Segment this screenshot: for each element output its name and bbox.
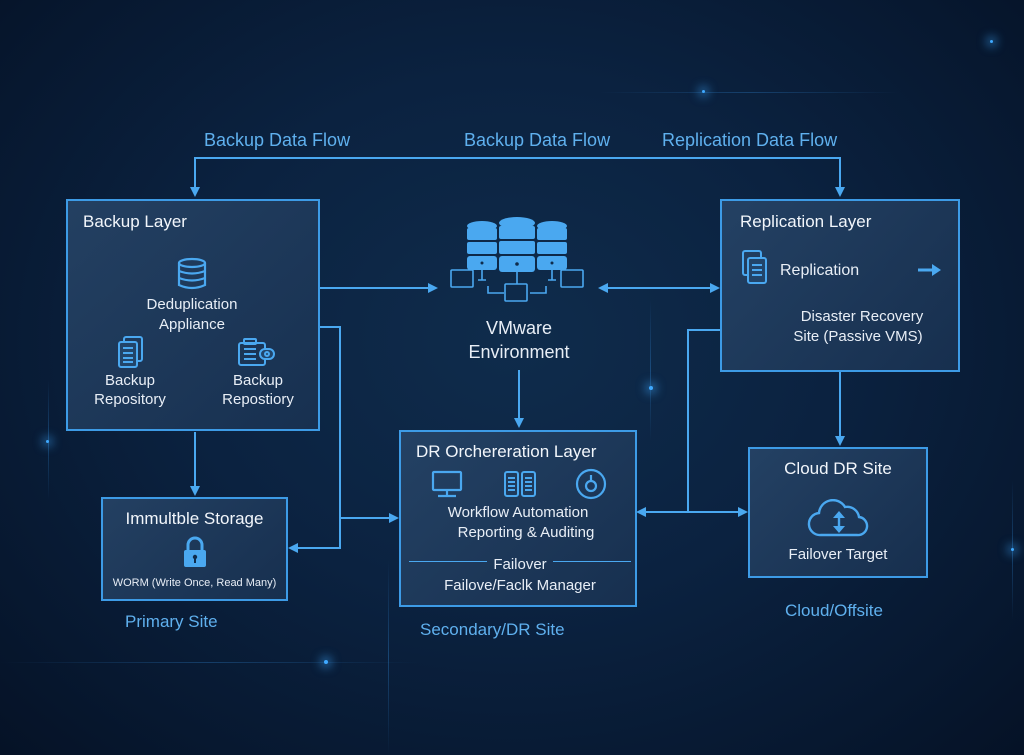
decorative-line	[650, 300, 651, 440]
server-cluster-icon	[450, 217, 584, 302]
decorative-line	[0, 662, 420, 663]
cloud-dr-title: Cloud DR Site	[784, 459, 892, 478]
backup-layer-title: Backup Layer	[83, 212, 187, 231]
repo1-label-line2: Repository	[94, 391, 166, 408]
decorative-line	[388, 560, 389, 755]
monitor-icon	[431, 470, 463, 498]
site-label-secondary: Secondary/DR Site	[420, 620, 565, 639]
glow-dot	[702, 90, 705, 93]
decorative-line	[600, 92, 900, 93]
replication-loop	[687, 329, 720, 512]
flow-label-backup-center: Backup Data Flow	[464, 130, 611, 150]
server-rack-icon	[504, 471, 536, 497]
dr-site-label-line2: Site (Passive VMS)	[793, 328, 923, 345]
top-flow-line	[194, 157, 845, 197]
dr-site-label-line1: Disaster Recovery	[800, 308, 924, 325]
arrow-right-icon	[918, 264, 941, 276]
workflow-automation-label: Workflow Automation	[447, 504, 589, 521]
replication-layer-title: Replication Layer	[740, 212, 872, 231]
replication-documents-icon	[742, 250, 767, 284]
glow-dot	[649, 386, 653, 390]
dr-orchestration-title: DR Orchereration Layer	[416, 442, 597, 461]
repo2-label-line2: Repostiory	[222, 391, 294, 408]
failover-divider-left	[409, 561, 487, 562]
vmware-title-line2: Environment	[468, 342, 570, 362]
lock-icon	[184, 536, 206, 567]
document-stack-icon	[118, 336, 143, 368]
cloud-sync-icon	[807, 499, 869, 537]
replication-layer-box[interactable]: Replication Layer Replication Disaster R…	[720, 199, 960, 372]
immutable-storage-title: Immultble Storage	[125, 509, 264, 528]
database-icon	[177, 257, 207, 290]
site-label-primary: Primary Site	[125, 612, 218, 631]
flow-label-replication: Replication Data Flow	[662, 130, 838, 150]
backup-repository-icon	[238, 338, 275, 366]
vmware-title-line1: VMware	[485, 318, 552, 338]
dr-orchestration-box[interactable]: DR Orchereration Layer Workflow Automati…	[399, 430, 637, 607]
dedup-label-line2: Appliance	[159, 316, 225, 333]
immutable-storage-subtitle: WORM (Write Once, Read Many)	[112, 577, 277, 589]
cloud-dr-box[interactable]: Cloud DR Site Failover Target	[748, 447, 928, 578]
failover-divider-right	[553, 561, 631, 562]
repo1-label-line1: Backup	[104, 372, 156, 389]
glow-dot	[46, 440, 49, 443]
reporting-auditing-label: Reporting & Auditing	[457, 524, 595, 541]
power-dial-icon	[575, 468, 607, 500]
replication-item-label: Replication	[780, 262, 860, 279]
failover-manager-label: Failove/Faclk Manager	[444, 577, 596, 594]
immutable-storage-box[interactable]: Immultble Storage WORM (Write Once, Read…	[101, 497, 288, 601]
cloud-dr-subtitle: Failover Target	[788, 546, 888, 563]
flow-label-backup-left: Backup Data Flow	[204, 130, 351, 150]
dedup-label-line1: Deduplication	[146, 296, 238, 313]
glow-dot	[324, 660, 328, 664]
glow-dot	[1011, 548, 1014, 551]
repo2-label-line1: Backup	[232, 372, 284, 389]
backup-loop	[288, 326, 341, 553]
backup-layer-box[interactable]: Backup Layer Deduplication Appliance Bac…	[66, 199, 320, 431]
site-label-cloud: Cloud/Offsite	[785, 601, 883, 620]
failover-section-label: Failover	[493, 556, 547, 573]
glow-dot	[990, 40, 993, 43]
